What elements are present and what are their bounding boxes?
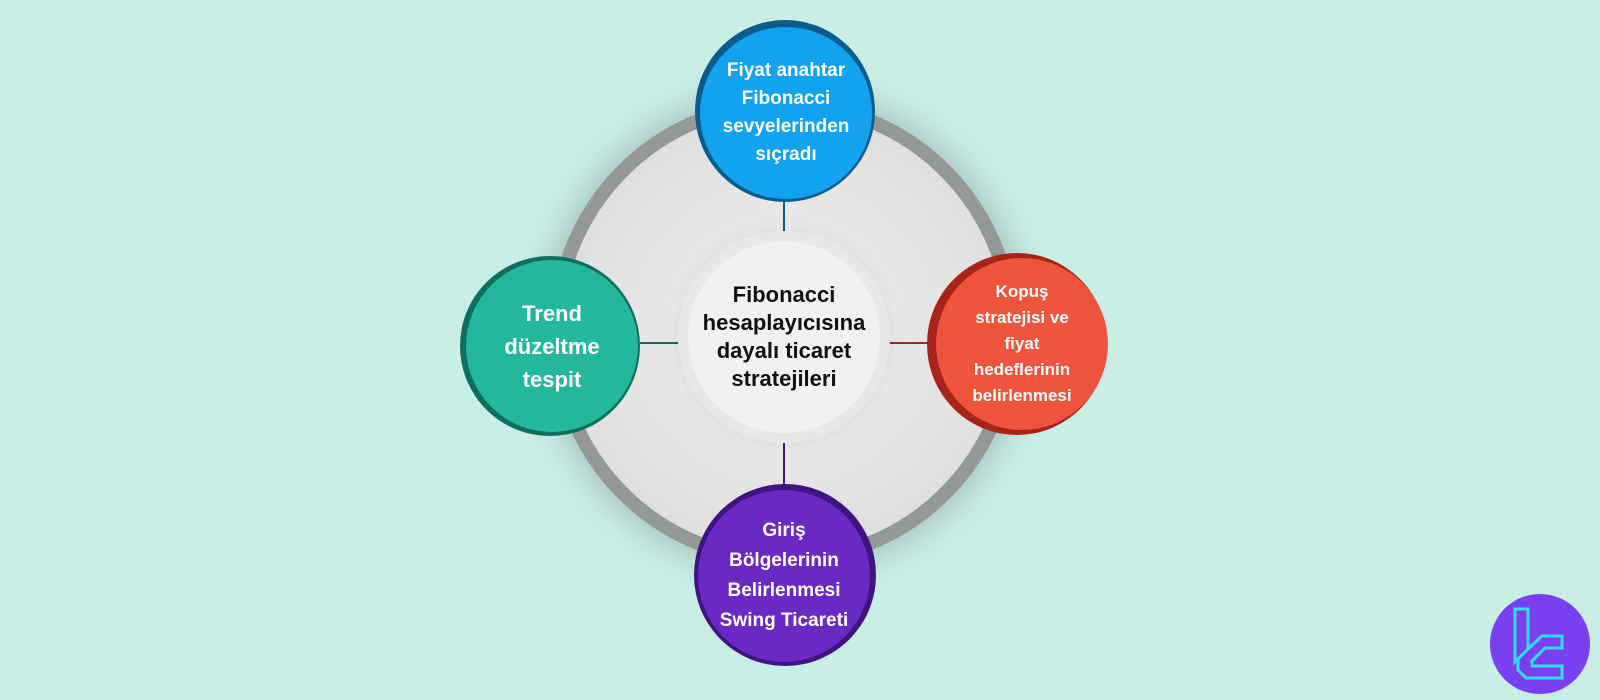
node-left-text: Trend düzeltme tespit: [504, 300, 600, 392]
connector-bottom: [783, 432, 785, 490]
tc-logo-icon: [1513, 607, 1564, 680]
node-bottom: Giriş Bölgelerinin Belirlenmesi Swing Ti…: [698, 490, 870, 662]
node-right-text: Kopuş stratejisi ve fiyat hedeflerinin b…: [972, 282, 1072, 405]
central-topic-text: Fibonacci hesaplayıcısına dayalı ticaret…: [702, 282, 866, 391]
node-right: Kopuş stratejisi ve fiyat hedeflerinin b…: [936, 258, 1108, 430]
node-left: Trend düzeltme tespit: [466, 260, 638, 432]
central-topic: Fibonacci hesaplayıcısına dayalı ticaret…: [688, 241, 880, 433]
node-top: Fiyat anahtar Fibonacci sevyelerinden sı…: [700, 27, 872, 199]
connector-left: [640, 342, 688, 344]
connector-top: [783, 200, 785, 242]
connector-right: [880, 342, 932, 344]
node-top-text: Fiyat anahtar Fibonacci sevyelerinden sı…: [722, 60, 850, 165]
brand-logo: [1490, 594, 1590, 694]
node-bottom-text: Giriş Bölgelerinin Belirlenmesi Swing Ti…: [719, 520, 849, 631]
